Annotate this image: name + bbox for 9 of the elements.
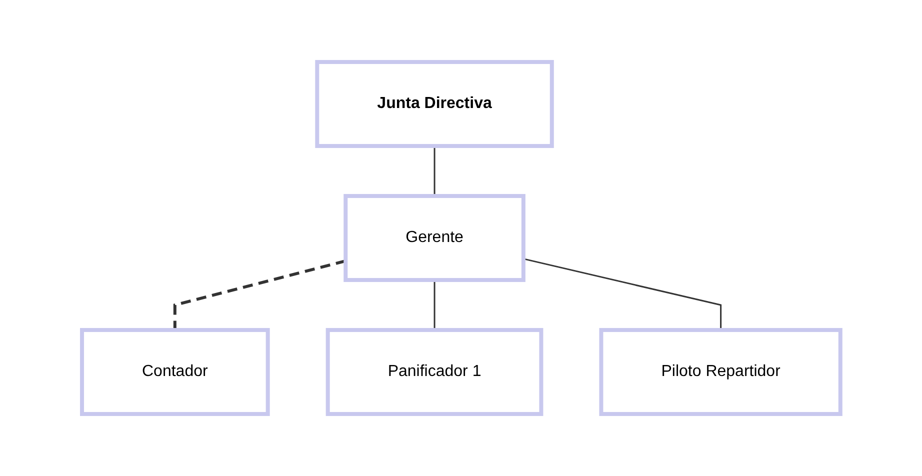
- node-box: Gerente: [343, 194, 526, 282]
- node-box: Junta Directiva: [314, 60, 554, 148]
- connector: [523, 258, 722, 330]
- node-box: Contador: [80, 328, 270, 416]
- connector: [173, 260, 346, 330]
- node-box: Piloto Repartidor: [599, 328, 842, 416]
- connector: [434, 280, 436, 330]
- connector: [434, 146, 436, 196]
- node-box: Panificador 1: [326, 328, 544, 416]
